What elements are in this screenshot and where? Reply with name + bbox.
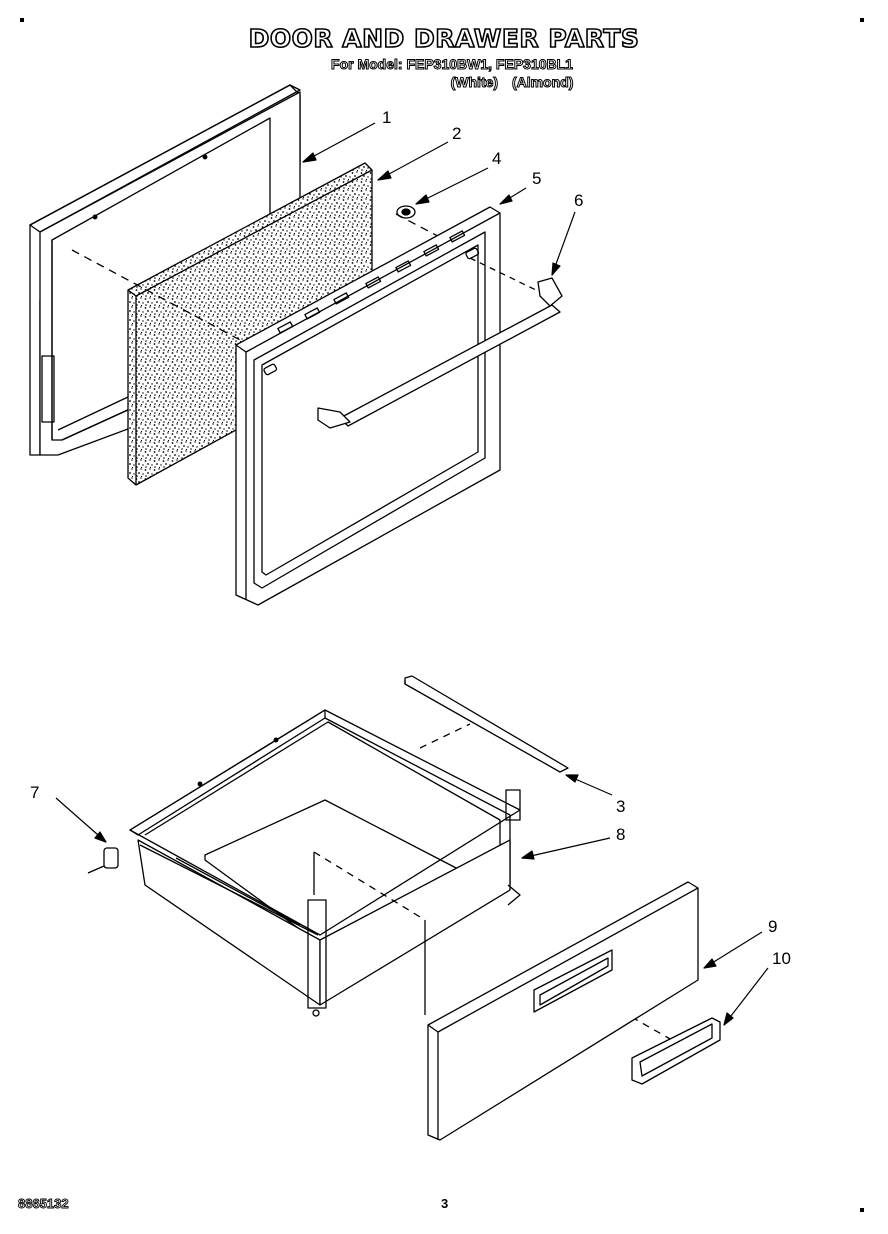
callout-3: 3 [616, 797, 625, 816]
color-line: (White) (Almond) [450, 74, 574, 91]
part-4-bumper [396, 205, 416, 219]
callout-9: 9 [768, 917, 777, 936]
model-line: For Model: FEP310BW1, FEP310BL1 [331, 56, 574, 73]
callout-5: 5 [532, 169, 541, 188]
callout-10: 10 [772, 949, 791, 968]
callout-8: 8 [616, 825, 625, 844]
part-7-drawer-glide [87, 847, 119, 874]
callout-7: 7 [30, 783, 39, 802]
callout-2: 2 [452, 124, 461, 143]
part-number: 8865132 [18, 1196, 70, 1212]
part-3-drawer-rail [404, 675, 569, 773]
part-9-drawer-front [427, 881, 699, 1141]
corner-mark-bottom-right [860, 1208, 864, 1212]
callout-1: 1 [382, 108, 391, 127]
corner-mark-top-left [20, 18, 24, 22]
leader-lines [55, 122, 769, 1026]
part-6-door-handle [317, 257, 563, 429]
page-number: 3 [441, 1196, 449, 1211]
callout-4: 4 [492, 149, 501, 168]
part-8-drawer-body [129, 709, 521, 1017]
callout-6: 6 [574, 191, 583, 210]
part-10-drawer-handle [631, 1017, 721, 1085]
corner-mark-top-right [860, 18, 864, 22]
page-title: DOOR AND DRAWER PARTS [248, 23, 640, 54]
